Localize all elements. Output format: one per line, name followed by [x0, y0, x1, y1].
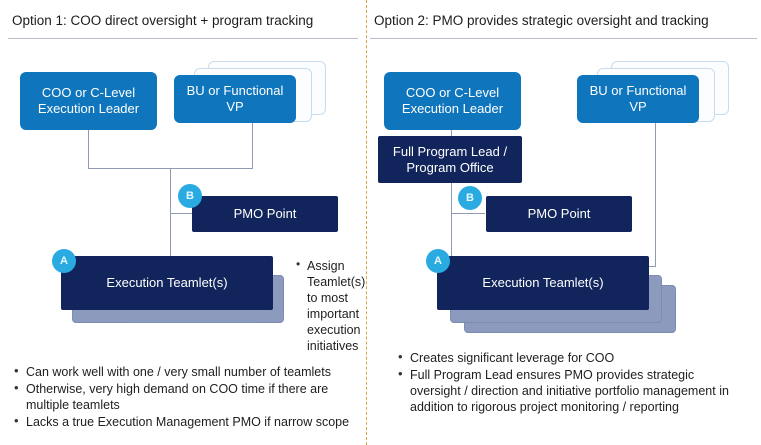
box-coo-execution-leader[interactable]: COO or C-Level Execution Leader: [20, 72, 157, 130]
box-pmo-point[interactable]: PMO Point: [192, 196, 338, 232]
box-bu-functional-vp[interactable]: BU or Functional VP: [174, 75, 296, 123]
box-pmo-point-label: PMO Point: [527, 206, 591, 221]
box-coo-line-2: Execution Leader: [37, 101, 140, 116]
marker-a-icon: A: [52, 249, 76, 273]
list-item: Assign Teamlet(s) to most important exec…: [296, 256, 378, 354]
list-item: Otherwise, very high demand on COO time …: [12, 380, 350, 413]
marker-b-label: B: [466, 192, 474, 204]
option-1-title-underline: [8, 38, 358, 39]
list-item: Full Program Lead ensures PMO provides s…: [396, 366, 748, 415]
marker-a-label: A: [60, 255, 68, 267]
box-pmo-point-label: PMO Point: [233, 206, 297, 221]
option-1-title: Option 1: COO direct oversight + program…: [12, 13, 314, 28]
box-coo-line-2: Execution Leader: [401, 101, 504, 116]
box-coo-line-1: COO or C-Level: [41, 85, 136, 100]
connector-coo-down: [88, 130, 89, 169]
option-2-header: Option 2: PMO provides strategic oversig…: [368, 12, 761, 42]
option-2-title-underline: [370, 38, 757, 39]
option-2-title: Option 2: PMO provides strategic oversig…: [374, 13, 709, 28]
marker-b-icon: B: [458, 186, 482, 210]
box-pmo-point[interactable]: PMO Point: [486, 196, 632, 232]
box-bu-functional-vp[interactable]: BU or Functional VP: [577, 75, 699, 123]
connector-bu-down: [252, 123, 253, 169]
box-full-program-lead[interactable]: Full Program Lead / Program Office: [378, 136, 522, 183]
connector-coo-down: [451, 130, 452, 267]
option-2-bullet-list: Creates significant leverage for COO Ful…: [396, 349, 748, 416]
box-full-program-lead-line-1: Full Program Lead /: [392, 143, 508, 159]
box-bu-label: BU or Functional VP: [186, 83, 284, 114]
option-1-bullet-list: Can work well with one / very small numb…: [12, 363, 350, 431]
connector-spine-to-pmo: [170, 213, 202, 214]
marker-b-icon: B: [178, 184, 202, 208]
connector-spine-down: [170, 168, 171, 270]
panel-divider: [366, 0, 367, 445]
box-execution-teamlets-label: Execution Teamlet(s): [482, 275, 604, 290]
connector-bu-down: [655, 123, 656, 267]
option-1-header: Option 1: COO direct oversight + program…: [0, 12, 366, 42]
option-1-panel: Option 1: COO direct oversight + program…: [0, 0, 366, 445]
box-coo-execution-leader[interactable]: COO or C-Level Execution Leader: [384, 72, 521, 130]
box-execution-teamlets-label: Execution Teamlet(s): [106, 275, 228, 290]
marker-a-label: A: [434, 255, 442, 267]
option-2-panel: Option 2: PMO provides strategic oversig…: [368, 0, 761, 445]
box-execution-teamlets[interactable]: Execution Teamlet(s): [437, 256, 649, 310]
list-item: Can work well with one / very small numb…: [12, 363, 350, 380]
list-item: Lacks a true Execution Management PMO if…: [12, 413, 350, 430]
list-item: Creates significant leverage for COO: [396, 349, 748, 366]
box-bu-label: BU or Functional VP: [589, 83, 687, 114]
box-full-program-lead-line-2: Program Office: [406, 159, 494, 175]
box-execution-teamlets[interactable]: Execution Teamlet(s): [61, 256, 273, 310]
connector-spine-to-pmo: [451, 213, 485, 214]
middle-note: Assign Teamlet(s) to most important exec…: [296, 256, 378, 354]
marker-b-label: B: [186, 190, 194, 202]
box-coo-line-1: COO or C-Level: [405, 85, 500, 100]
marker-a-icon: A: [426, 249, 450, 273]
